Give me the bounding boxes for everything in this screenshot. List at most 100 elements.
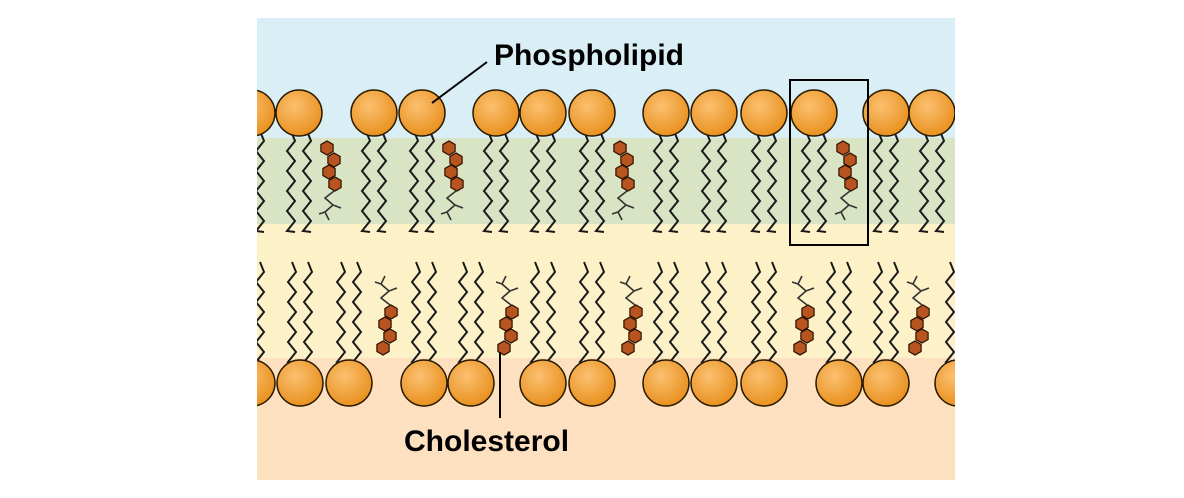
cholesterol-tail: [791, 275, 815, 306]
fatty-acid-tail: [240, 262, 248, 365]
phospholipid-head: [862, 89, 910, 137]
fatty-acid-tail: [578, 261, 590, 366]
fatty-acid-tail: [766, 130, 778, 233]
fatty-acid-tail: [545, 261, 557, 366]
fatty-acid-tail: [888, 261, 900, 366]
cholesterol-ring: [916, 304, 930, 320]
fatty-acid-tail: [668, 261, 680, 366]
phospholipid-head: [472, 89, 520, 137]
cholesterol-tail: [834, 190, 858, 221]
phospholipid-head: [398, 89, 446, 137]
cholesterol-ring: [908, 340, 922, 356]
fatty-acid-tail: [351, 261, 363, 366]
fatty-acid-tail: [872, 261, 884, 366]
cholesterol-tail: [495, 275, 519, 306]
fatty-acid-tail: [944, 261, 955, 366]
fatty-acid-tail: [376, 130, 388, 233]
phospholipid-head: [740, 89, 788, 137]
phospholipid-head: [447, 359, 495, 407]
fatty-acid-tail: [286, 261, 298, 366]
cholesterol-ring: [449, 152, 463, 168]
fatty-acid-tail: [473, 261, 485, 366]
fatty-acid-tail: [285, 130, 297, 233]
cholesterol: [374, 275, 398, 356]
phospholipid-head: [815, 359, 863, 407]
fatty-acid-tail: [816, 130, 828, 233]
fatty-acid-tail: [716, 130, 728, 233]
fatty-acid-tail: [529, 261, 541, 366]
fatty-acid-tail: [424, 130, 436, 233]
fatty-acid-tail: [257, 130, 266, 233]
fatty-acid-tail: [301, 130, 313, 233]
fatty-acid-tail: [918, 130, 930, 233]
upper-leaflet-tails: [257, 130, 946, 233]
fatty-acid-tail: [750, 261, 762, 366]
phospholipid-head: [642, 359, 690, 407]
fatty-acid-tail: [426, 261, 438, 366]
fatty-acid-tail: [482, 130, 494, 233]
phospholipid-highlight-box: [789, 79, 869, 246]
fatty-acid-tail: [410, 261, 422, 366]
phospholipid-head: [934, 359, 955, 407]
phospholipid-label: Phospholipid: [494, 39, 684, 72]
phospholipid-head: [740, 359, 788, 407]
cholesterol: [619, 275, 643, 356]
cholesterol-ring: [442, 140, 456, 156]
fatty-acid-tail: [872, 130, 884, 233]
phospholipid-head: [568, 359, 616, 407]
phospholipid-head: [642, 89, 690, 137]
phospholipid-head: [690, 89, 738, 137]
cholesterol-ring: [844, 176, 858, 192]
cholesterol-ring: [800, 328, 814, 344]
phospholipid-head: [519, 89, 567, 137]
phospholipid-head: [257, 89, 276, 137]
cholesterol-ring: [620, 152, 634, 168]
cholesterol-ring: [505, 304, 519, 320]
fatty-acid-tail: [594, 130, 606, 233]
fatty-acid-tail: [700, 130, 712, 233]
cholesterol-ring: [376, 340, 390, 356]
fatty-acid-tail: [934, 130, 946, 233]
fatty-acid-tail: [716, 261, 728, 366]
cholesterol-ring: [444, 164, 458, 180]
phospholipid-head: [862, 359, 910, 407]
cholesterol-ring: [504, 328, 518, 344]
fatty-acid-tail: [888, 130, 900, 233]
cholesterol-ring: [320, 140, 334, 156]
fatty-acid-tail: [408, 130, 420, 233]
cholesterol-tail: [440, 190, 464, 221]
fatty-acid-tail: [652, 130, 664, 233]
upper-leaflet-heads: [257, 89, 955, 137]
cholesterol-ring: [621, 340, 635, 356]
cholesterol-ring: [628, 328, 642, 344]
phospholipid-head: [257, 359, 276, 407]
cholesterol-ring: [910, 316, 924, 332]
cholesterol-ring: [623, 316, 637, 332]
cholesterol-ring: [629, 304, 643, 320]
cholesterol-ring: [327, 152, 341, 168]
cholesterol-tail: [611, 190, 635, 221]
fatty-acid-tail: [529, 130, 541, 233]
fatty-acid-tail: [962, 262, 970, 365]
cholesterol-tail: [318, 190, 342, 221]
cholesterol-ring: [793, 340, 807, 356]
cholesterol-label: Cholesterol: [404, 425, 569, 458]
fatty-acid-tail: [700, 261, 712, 366]
fatty-acid-tail: [335, 261, 347, 366]
cholesterol-ring: [499, 316, 513, 332]
cholesterol-ring: [613, 140, 627, 156]
phospholipid-leader-line: [431, 61, 488, 104]
cholesterol: [440, 140, 464, 221]
lower-leaflet-heads: [257, 359, 955, 407]
fatty-acid-tail: [825, 261, 837, 366]
cholesterol-ring: [328, 176, 342, 192]
cholesterol: [791, 275, 815, 356]
fatty-acid-tail: [594, 261, 606, 366]
cholesterol-tail: [619, 275, 643, 306]
cholesterol: [611, 140, 635, 221]
phospholipid-head: [790, 89, 838, 137]
fatty-acid-tail: [457, 261, 469, 366]
fatty-acid-tail: [652, 261, 664, 366]
phospholipid-head: [325, 359, 373, 407]
